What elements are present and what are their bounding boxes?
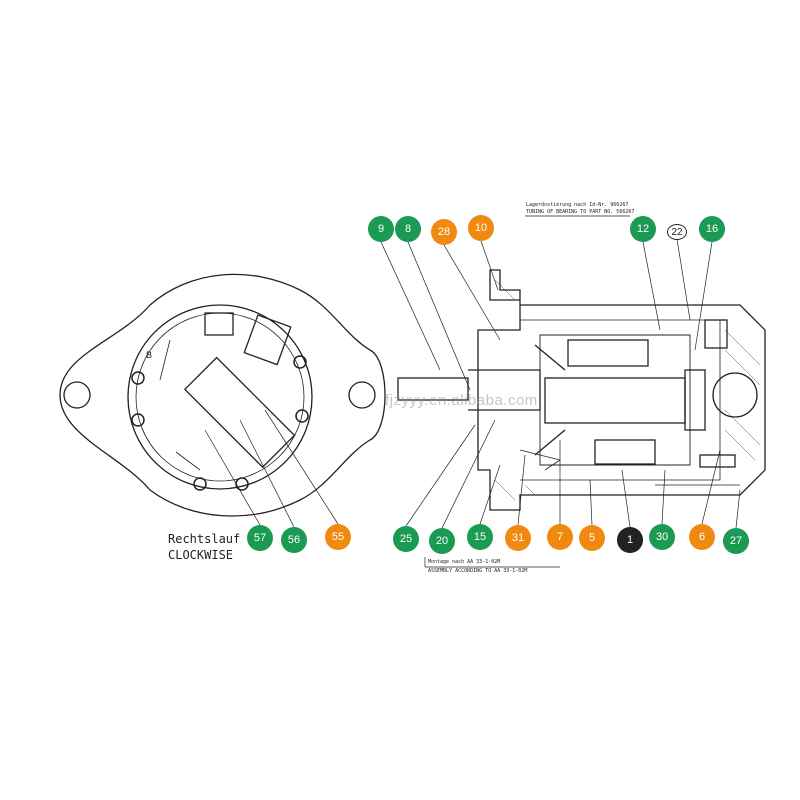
callout-10[interactable]: 10 [468, 215, 494, 241]
section-view [397, 269, 766, 511]
front-view: B [59, 273, 386, 517]
callout-16[interactable]: 16 [699, 216, 725, 242]
callout-25[interactable]: 25 [393, 526, 419, 552]
callout-56[interactable]: 56 [281, 527, 307, 553]
callout-55[interactable]: 55 [325, 524, 351, 550]
callout-27[interactable]: 27 [723, 528, 749, 554]
rotation-label-en: CLOCKWISE [168, 548, 234, 562]
callout-1[interactable]: 1 [617, 527, 643, 553]
callout-5[interactable]: 5 [579, 525, 605, 551]
callout-12[interactable]: 12 [630, 216, 656, 242]
callout-6[interactable]: 6 [689, 524, 715, 550]
watermark: fjzyyy.en.alibaba.com [385, 392, 538, 409]
callout-57[interactable]: 57 [247, 525, 273, 551]
callout-30[interactable]: 30 [649, 524, 675, 550]
rotation-label-de: Rechtslauf [168, 532, 241, 546]
callout-7[interactable]: 7 [547, 524, 573, 550]
bearing-note-en: TUNING OF BEARING TO PART NO. 566267 [526, 209, 635, 215]
callout-31[interactable]: 31 [505, 525, 531, 551]
callout-15[interactable]: 15 [467, 524, 493, 550]
assembly-note-de: Montage nach AA 33-1-02M [428, 559, 501, 565]
callout-8[interactable]: 8 [395, 216, 421, 242]
callout-28[interactable]: 28 [431, 219, 457, 245]
callout-20[interactable]: 20 [429, 528, 455, 554]
assembly-note-en: ASSEMBLY ACCORDING TO AA 33-1-02M [428, 568, 528, 574]
svg-text:B: B [146, 350, 152, 360]
callout-22[interactable]: 22 [667, 224, 687, 240]
leader-lines [204, 215, 741, 568]
bearing-note-de: Lagerdostierung nach Id-Nr. 966267 [526, 202, 629, 208]
callout-9[interactable]: 9 [368, 216, 394, 242]
